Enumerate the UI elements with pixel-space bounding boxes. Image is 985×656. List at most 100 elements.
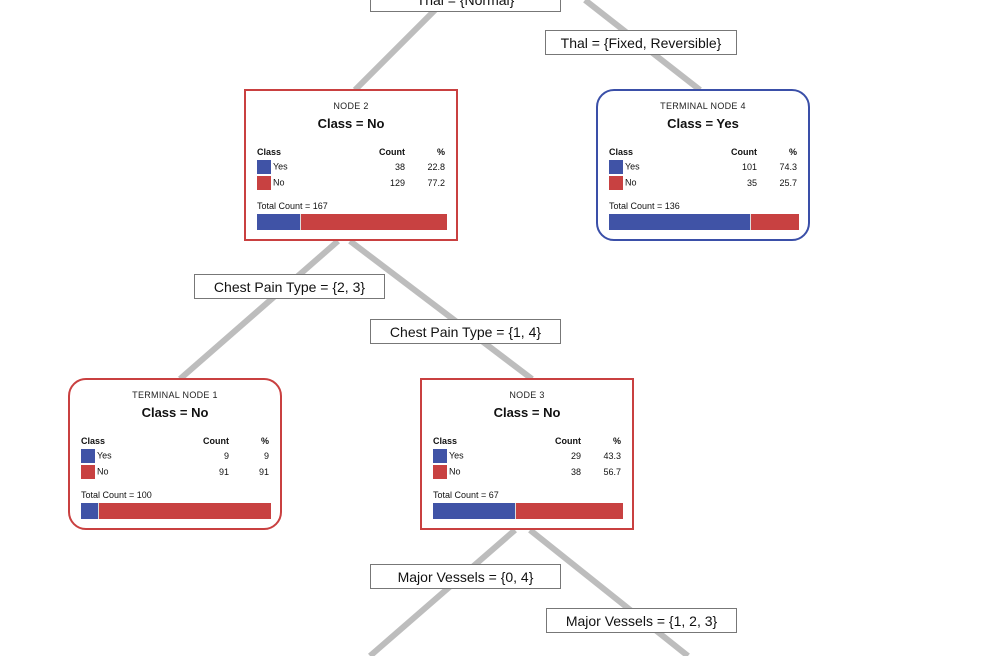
node-table: Class Count % Yes 29 43.3 No 38 56.7 [433, 434, 621, 480]
table-header: Class Count % [257, 145, 445, 159]
header-class: Class [609, 147, 634, 157]
header-class: Class [81, 436, 106, 446]
header-class: Class [257, 147, 282, 157]
edge-node3-left [368, 527, 517, 656]
bar-yes-segment [433, 503, 517, 519]
header-pct: % [788, 147, 797, 157]
table-row: No 38 56.7 [433, 464, 621, 480]
node-class: Class = No [141, 405, 209, 420]
row-count: 35 [746, 178, 757, 188]
table-row: Yes 29 43.3 [433, 448, 621, 464]
table-row: No 35 25.7 [609, 175, 797, 191]
no-swatch-icon [257, 176, 271, 190]
node-title: TERMINAL NODE 1 [132, 390, 218, 400]
split-label-major-vessels-1-2-3: Major Vessels = {1, 2, 3} [546, 608, 737, 633]
table-header: Class Count % [81, 434, 269, 448]
split-label-chest-pain-2-3: Chest Pain Type = {2, 3} [194, 274, 385, 299]
split-label-major-vessels-0-4: Major Vessels = {0, 4} [370, 564, 561, 589]
row-pct: 77.2 [427, 178, 445, 188]
row-count: 9 [223, 451, 229, 461]
terminal-node-1: TERMINAL NODE 1 Class = No Class Count %… [68, 378, 282, 530]
bar-yes-segment [257, 214, 302, 230]
row-pct: 74.3 [779, 162, 797, 172]
header-pct: % [436, 147, 445, 157]
row-count: 38 [394, 162, 405, 172]
bar-no-segment [301, 214, 447, 230]
edge-node2-node3 [348, 238, 534, 382]
header-pct: % [612, 436, 621, 446]
no-swatch-icon [433, 465, 447, 479]
node-table: Class Count % Yes 9 9 No 91 91 [81, 434, 269, 480]
total-count: Total Count = 100 [81, 490, 152, 500]
row-pct: 43.3 [603, 451, 621, 461]
node-title: NODE 2 [333, 101, 369, 111]
total-count: Total Count = 67 [433, 490, 499, 500]
header-count: Count [203, 436, 229, 446]
bar-yes-segment [609, 214, 752, 230]
node-2: NODE 2 Class = No Class Count % Yes 38 2… [244, 89, 458, 241]
node-title: NODE 3 [509, 390, 545, 400]
row-pct: 91 [258, 467, 269, 477]
row-pct: 22.8 [427, 162, 445, 172]
node-class: Class = No [317, 116, 385, 131]
bar-no-segment [751, 214, 799, 230]
no-swatch-icon [81, 465, 95, 479]
header-count: Count [731, 147, 757, 157]
class-proportion-bar [81, 503, 271, 519]
yes-swatch-icon [257, 160, 271, 174]
table-header: Class Count % [433, 434, 621, 448]
class-proportion-bar [257, 214, 447, 230]
table-header: Class Count % [609, 145, 797, 159]
header-count: Count [379, 147, 405, 157]
header-pct: % [260, 436, 269, 446]
row-count: 29 [570, 451, 581, 461]
table-row: Yes 9 9 [81, 448, 269, 464]
table-row: No 91 91 [81, 464, 269, 480]
yes-swatch-icon [609, 160, 623, 174]
table-row: No 129 77.2 [257, 175, 445, 191]
class-proportion-bar [609, 214, 799, 230]
bar-no-segment [99, 503, 271, 519]
no-swatch-icon [609, 176, 623, 190]
row-count: 129 [389, 178, 405, 188]
header-class: Class [433, 436, 458, 446]
row-class: Yes [97, 450, 112, 461]
row-count: 101 [741, 162, 757, 172]
node-class: Class = Yes [667, 116, 739, 131]
split-label-chest-pain-1-4: Chest Pain Type = {1, 4} [370, 319, 561, 344]
node-class: Class = No [493, 405, 561, 420]
row-class: No [97, 466, 109, 477]
row-class: No [625, 177, 637, 188]
terminal-node-4: TERMINAL NODE 4 Class = Yes Class Count … [596, 89, 810, 241]
table-row: Yes 38 22.8 [257, 159, 445, 175]
total-count: Total Count = 167 [257, 201, 328, 211]
edge-node2-node1 [178, 238, 340, 382]
node-title: TERMINAL NODE 4 [660, 101, 746, 111]
table-row: Yes 101 74.3 [609, 159, 797, 175]
edge-root-node2 [352, 0, 448, 93]
bar-no-segment [516, 503, 623, 519]
node-3: NODE 3 Class = No Class Count % Yes 29 4… [420, 378, 634, 530]
node-table: Class Count % Yes 38 22.8 No 129 77.2 [257, 145, 445, 191]
bar-yes-segment [81, 503, 100, 519]
total-count: Total Count = 136 [609, 201, 680, 211]
row-class: No [449, 466, 461, 477]
row-count: 91 [218, 467, 229, 477]
row-pct: 25.7 [779, 178, 797, 188]
row-pct: 56.7 [603, 467, 621, 477]
yes-swatch-icon [433, 449, 447, 463]
row-class: Yes [625, 161, 640, 172]
header-count: Count [555, 436, 581, 446]
row-class: Yes [273, 161, 288, 172]
yes-swatch-icon [81, 449, 95, 463]
class-proportion-bar [433, 503, 623, 519]
edge-node3-right [528, 527, 690, 656]
row-class: No [273, 177, 285, 188]
node-table: Class Count % Yes 101 74.3 No 35 25.7 [609, 145, 797, 191]
split-label-thal-normal: Thal = {Normal} [370, 0, 561, 12]
row-pct: 9 [263, 451, 269, 461]
split-label-thal-fixed-reversible: Thal = {Fixed, Reversible} [545, 30, 737, 55]
row-count: 38 [570, 467, 581, 477]
row-class: Yes [449, 450, 464, 461]
